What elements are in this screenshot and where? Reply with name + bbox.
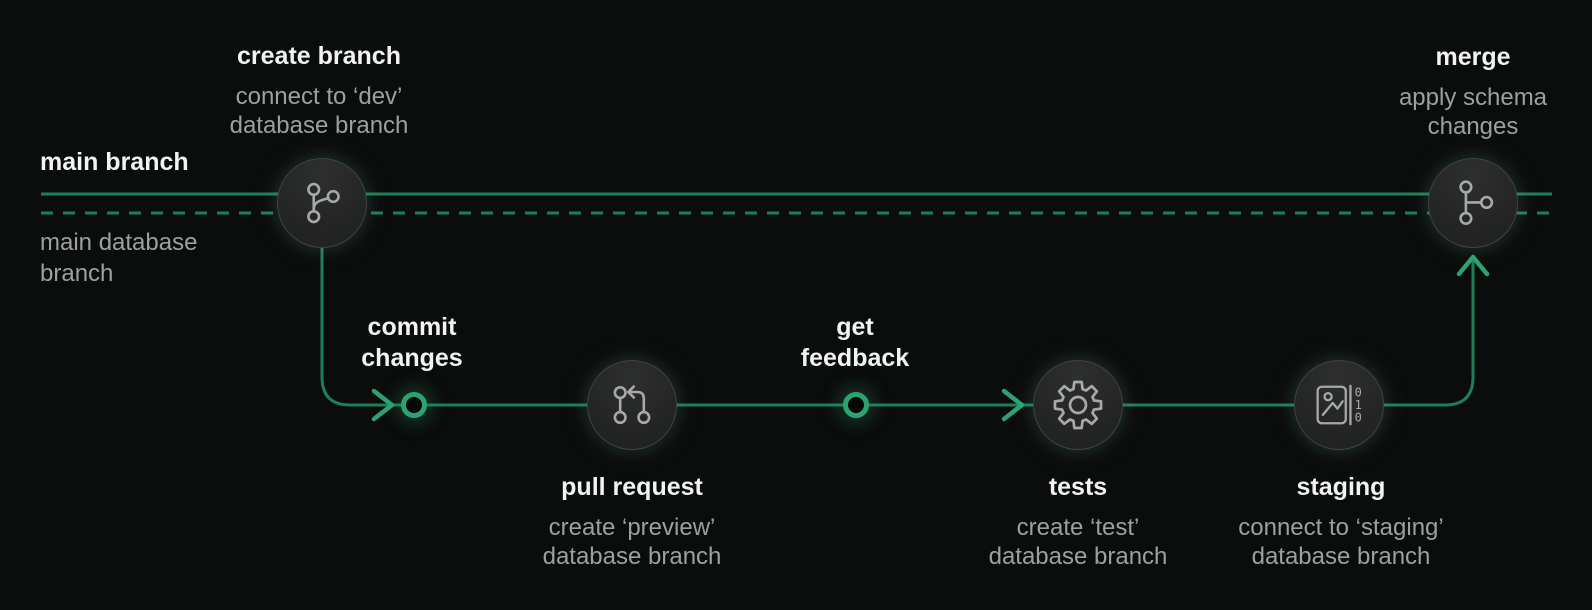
tests-subtitle-line1: create ‘test’ [1016, 514, 1140, 541]
commit-changes-label-line1: commit [367, 313, 457, 341]
staging-node: 0 1 0 [1294, 360, 1384, 450]
pull-request-title: pull request [561, 473, 703, 501]
tests-node [1033, 360, 1123, 450]
merge-node [1428, 158, 1518, 248]
git-pull-request-icon [613, 385, 651, 425]
staging-subtitle-line2: database branch [1251, 543, 1431, 570]
arrowhead-commit [371, 388, 395, 422]
staging-subtitle: connect to ‘staging’ database branch [1211, 513, 1471, 571]
merge-subtitle-line2: changes [1427, 113, 1519, 140]
create-branch-subtitle-line2: database branch [229, 112, 409, 139]
pull-request-subtitle: create ‘preview’ database branch [502, 513, 762, 571]
merge-subtitle: apply schema changes [1353, 83, 1592, 141]
create-branch-subtitle: connect to ‘dev’ database branch [189, 82, 449, 140]
gear-icon [1053, 380, 1103, 430]
pull-request-node [587, 360, 677, 450]
git-branch-icon [307, 182, 340, 224]
merge-title: merge [1435, 43, 1511, 71]
digit-0-bottom: 0 [1355, 411, 1362, 425]
tests-label: tests create ‘test’ database branch [948, 473, 1208, 571]
digit-1-middle: 1 [1355, 398, 1362, 412]
get-feedback-label-line2: feedback [800, 344, 910, 372]
create-branch-subtitle-line1: connect to ‘dev’ [235, 83, 403, 110]
pull-request-label: pull request create ‘preview’ database b… [502, 473, 762, 571]
tests-subtitle: create ‘test’ database branch [948, 513, 1208, 571]
get-feedback-ring-node [843, 392, 869, 418]
commit-changes-label-line2: changes [361, 344, 463, 372]
merge-subtitle-line1: apply schema [1398, 84, 1548, 111]
main-database-branch-label-line1: main database [40, 229, 198, 256]
feature-branch-path [320, 226, 1475, 407]
get-feedback-label-line1: get [836, 313, 874, 341]
create-branch-title: create branch [237, 42, 401, 70]
main-branch-label: main branch [40, 148, 189, 176]
arrowhead-tests [1001, 388, 1025, 422]
digit-0-top: 0 [1355, 386, 1362, 400]
arrowhead-merge [1456, 254, 1490, 277]
commit-changes-label: commit changes [302, 312, 522, 374]
commit-ring-node [401, 392, 427, 418]
create-branch-node [277, 158, 367, 248]
main-database-branch-label-line2: branch [40, 260, 114, 287]
tests-title: tests [1048, 473, 1108, 501]
staging-title: staging [1296, 473, 1386, 501]
schema-diff-icon: 0 1 0 [1316, 384, 1362, 426]
get-feedback-label: get feedback [745, 312, 965, 374]
main-database-branch-label: main database branch [40, 227, 300, 289]
tests-subtitle-line2: database branch [988, 543, 1168, 570]
git-merge-icon [1459, 180, 1494, 225]
staging-label: staging connect to ‘staging’ database br… [1211, 473, 1471, 571]
merge-label: merge apply schema changes [1353, 43, 1592, 141]
pull-request-subtitle-line2: database branch [542, 543, 722, 570]
pull-request-subtitle-line1: create ‘preview’ [548, 514, 716, 541]
create-branch-label: create branch connect to ‘dev’ database … [189, 42, 449, 140]
staging-subtitle-line1: connect to ‘staging’ [1238, 514, 1444, 541]
